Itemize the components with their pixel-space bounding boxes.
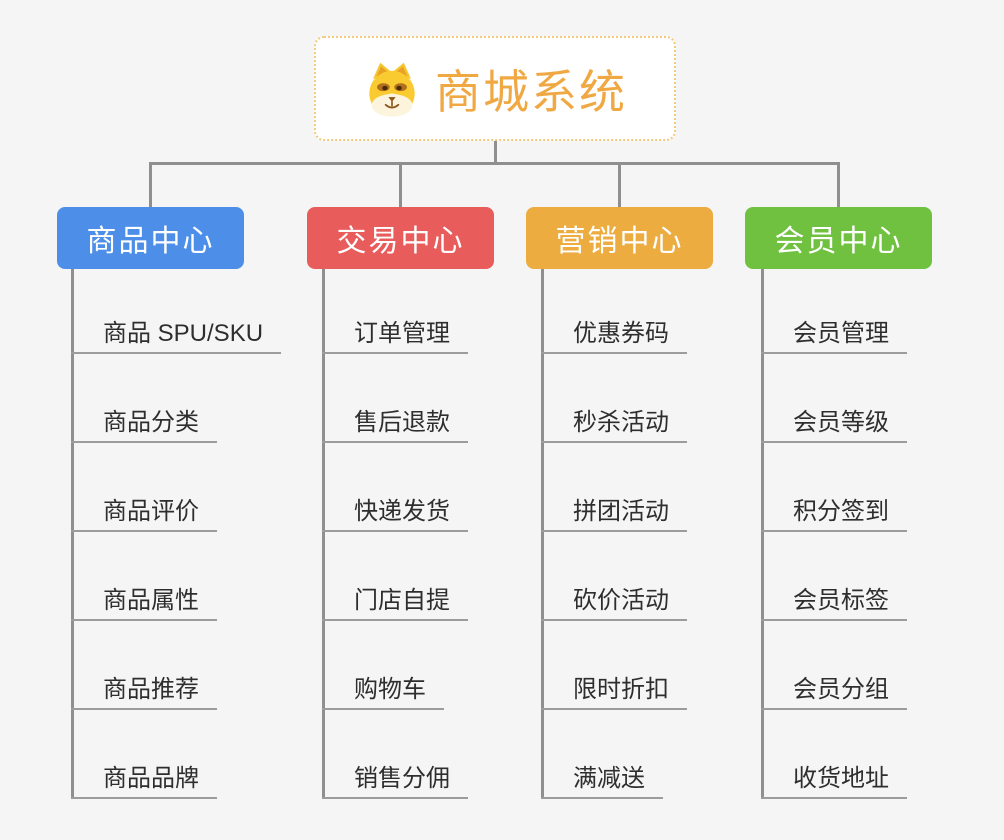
leaf-node[interactable]: 砍价活动 bbox=[541, 532, 687, 621]
leaf-trunk-line-0 bbox=[71, 268, 74, 799]
branch-drop-line-3 bbox=[837, 162, 840, 209]
leaf-node[interactable]: 收货地址 bbox=[761, 710, 907, 799]
leaf-node-label: 销售分佣 bbox=[354, 764, 450, 792]
leaf-node[interactable]: 秒杀活动 bbox=[541, 354, 687, 443]
root-node[interactable]: 商城系统 bbox=[314, 36, 676, 141]
branch-node-label: 会员中心 bbox=[774, 225, 903, 258]
leaf-node-label: 商品分类 bbox=[103, 408, 199, 436]
leaf-node-label: 满减送 bbox=[573, 764, 645, 792]
leaf-node-label: 购物车 bbox=[354, 675, 426, 703]
leaf-node[interactable]: 满减送 bbox=[541, 710, 663, 799]
leaf-node-label: 会员管理 bbox=[793, 319, 889, 347]
leaf-node-label: 拼团活动 bbox=[573, 497, 669, 525]
leaf-node[interactable]: 会员管理 bbox=[761, 265, 907, 354]
leaf-node-label: 砍价活动 bbox=[573, 586, 669, 614]
leaf-node-label: 门店自提 bbox=[354, 586, 450, 614]
leaf-node[interactable]: 商品分类 bbox=[71, 354, 217, 443]
leaf-node-label: 商品推荐 bbox=[103, 675, 199, 703]
leaf-node-label: 商品 SPU/SKU bbox=[103, 319, 264, 347]
leaf-node[interactable]: 优惠券码 bbox=[541, 265, 687, 354]
branch-node-label: 商品中心 bbox=[86, 225, 215, 258]
branch-node-0[interactable]: 商品中心 bbox=[57, 207, 244, 269]
leaf-node[interactable]: 商品品牌 bbox=[71, 710, 217, 799]
leaf-node[interactable]: 商品 SPU/SKU bbox=[71, 265, 282, 354]
leaf-node-label: 积分签到 bbox=[793, 497, 889, 525]
leaf-trunk-line-2 bbox=[541, 268, 544, 799]
leaf-node[interactable]: 商品推荐 bbox=[71, 621, 217, 710]
leaf-node[interactable]: 商品属性 bbox=[71, 532, 217, 621]
leaf-node-label: 商品品牌 bbox=[103, 764, 199, 792]
leaf-node[interactable]: 快递发货 bbox=[322, 443, 468, 532]
leaf-node[interactable]: 积分签到 bbox=[761, 443, 907, 532]
leaf-node-label: 售后退款 bbox=[354, 408, 450, 436]
branch-node-3[interactable]: 会员中心 bbox=[745, 207, 932, 269]
dog-face-icon bbox=[363, 60, 421, 118]
leaf-node[interactable]: 订单管理 bbox=[322, 265, 468, 354]
leaf-node-label: 限时折扣 bbox=[573, 675, 669, 703]
leaf-trunk-line-3 bbox=[761, 268, 764, 799]
branch-3-items: 会员管理会员等级积分签到会员标签会员分组收货地址 bbox=[761, 265, 907, 799]
leaf-node-label: 会员等级 bbox=[793, 408, 889, 436]
leaf-node-label: 会员标签 bbox=[793, 586, 889, 614]
leaf-node-label: 会员分组 bbox=[793, 675, 889, 703]
branch-node-label: 营销中心 bbox=[555, 225, 684, 258]
leaf-node[interactable]: 购物车 bbox=[322, 621, 444, 710]
branch-node-2[interactable]: 营销中心 bbox=[526, 207, 713, 269]
branch-2-items: 优惠券码秒杀活动拼团活动砍价活动限时折扣满减送 bbox=[541, 265, 687, 799]
leaf-node[interactable]: 售后退款 bbox=[322, 354, 468, 443]
leaf-node-label: 秒杀活动 bbox=[573, 408, 669, 436]
leaf-node[interactable]: 会员分组 bbox=[761, 621, 907, 710]
branch-node-label: 交易中心 bbox=[336, 225, 465, 258]
leaf-trunk-line-1 bbox=[322, 268, 325, 799]
leaf-node[interactable]: 销售分佣 bbox=[322, 710, 468, 799]
leaf-node-label: 商品评价 bbox=[103, 497, 199, 525]
leaf-node[interactable]: 会员标签 bbox=[761, 532, 907, 621]
leaf-node[interactable]: 拼团活动 bbox=[541, 443, 687, 532]
leaf-node-label: 商品属性 bbox=[103, 586, 199, 614]
root-node-label: 商城系统 bbox=[435, 65, 627, 118]
leaf-node-label: 收货地址 bbox=[793, 764, 889, 792]
branch-0-items: 商品 SPU/SKU 商品分类商品评价商品属性商品推荐商品品牌 bbox=[71, 265, 282, 799]
leaf-node[interactable]: 商品评价 bbox=[71, 443, 217, 532]
branch-drop-line-0 bbox=[149, 162, 152, 209]
branch-bus-line bbox=[149, 162, 840, 165]
leaf-node[interactable]: 限时折扣 bbox=[541, 621, 687, 710]
leaf-node[interactable]: 门店自提 bbox=[322, 532, 468, 621]
leaf-node-label: 快递发货 bbox=[354, 497, 450, 525]
leaf-node[interactable]: 会员等级 bbox=[761, 354, 907, 443]
branch-1-items: 订单管理售后退款快递发货门店自提购物车销售分佣 bbox=[322, 265, 468, 799]
branch-drop-line-2 bbox=[618, 162, 621, 209]
root-connector-stub bbox=[494, 139, 497, 165]
branch-drop-line-1 bbox=[399, 162, 402, 209]
branch-node-1[interactable]: 交易中心 bbox=[307, 207, 494, 269]
leaf-node-label: 订单管理 bbox=[354, 319, 450, 347]
leaf-node-label: 优惠券码 bbox=[573, 319, 669, 347]
